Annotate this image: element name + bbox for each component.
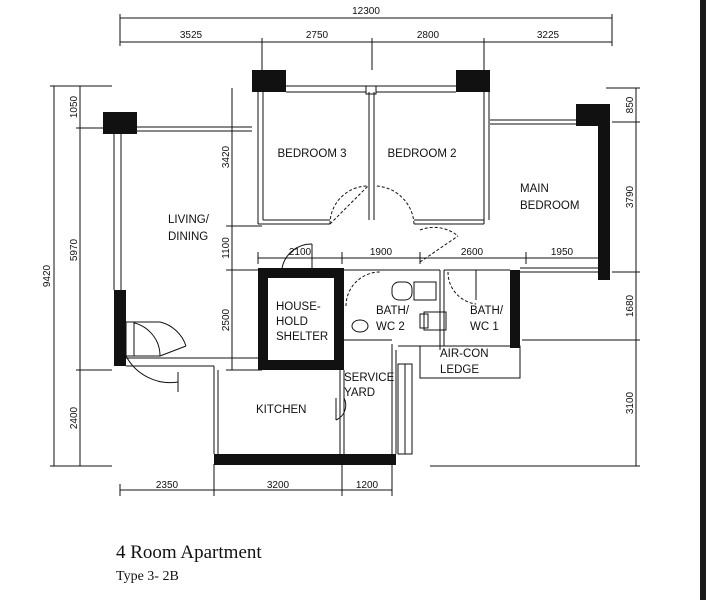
label-bedroom-3: BEDROOM 3 <box>277 148 346 160</box>
dim-right-2: 3790 <box>625 185 636 208</box>
label-bath2-1: BATH/ <box>376 305 410 317</box>
label-service-yard-1: SERVICE <box>344 372 395 384</box>
dim-right-3: 1680 <box>625 294 636 317</box>
label-kitchen: KITCHEN <box>256 404 306 416</box>
dimension-labels: 12300 3525 2750 2800 3225 9420 1050 5970… <box>42 6 636 491</box>
dim-top-4: 3225 <box>537 30 560 41</box>
dim-left-3: 2400 <box>69 406 80 429</box>
plan-subtitle: Type 3- 2B <box>116 569 179 584</box>
label-living-dining-1: LIVING/ <box>168 214 210 226</box>
dim-bottom-3: 1200 <box>356 480 379 491</box>
label-shelter-2: HOLD <box>276 316 308 328</box>
label-aircon-1: AIR-CON <box>440 348 489 360</box>
label-bedroom-2: BEDROOM 2 <box>387 148 456 160</box>
label-shelter-3: SHELTER <box>276 331 328 343</box>
label-aircon-2: LEDGE <box>440 364 479 376</box>
dim-bottom-1: 2350 <box>156 480 179 491</box>
dimension-lines <box>50 14 640 496</box>
dim-inner-h-4: 1950 <box>551 247 574 258</box>
dim-top-3: 2800 <box>417 30 440 41</box>
dim-left-total: 9420 <box>42 264 53 287</box>
label-main-bedroom-1: MAIN <box>520 183 549 195</box>
dim-inner-v-3: 2500 <box>221 308 232 331</box>
dim-inner-h-3: 2600 <box>461 247 484 258</box>
dim-top-2: 2750 <box>306 30 329 41</box>
dim-top-total: 12300 <box>352 6 380 17</box>
dim-right-1: 850 <box>625 96 636 113</box>
dim-left-1: 1050 <box>69 95 80 118</box>
outlines <box>113 85 598 455</box>
walls <box>103 70 610 465</box>
fixtures <box>351 281 447 333</box>
dim-right-4: 3100 <box>625 391 636 414</box>
label-bath1-2: WC 1 <box>470 321 499 333</box>
label-bath1-1: BATH/ <box>470 305 504 317</box>
doors <box>125 185 477 421</box>
dim-inner-v-2: 1100 <box>221 237 232 259</box>
page-edge <box>700 0 706 600</box>
dim-bottom-2: 3200 <box>267 480 290 491</box>
dim-inner-v-1: 3420 <box>221 145 232 168</box>
label-bath2-2: WC 2 <box>376 321 405 333</box>
plan-title: 4 Room Apartment <box>116 542 262 563</box>
dim-inner-h-1: 2100 <box>289 247 312 258</box>
room-labels: BEDROOM 3 BEDROOM 2 MAIN BEDROOM LIVING/… <box>168 148 579 416</box>
label-main-bedroom-2: BEDROOM <box>520 200 579 212</box>
dim-left-2: 5970 <box>69 238 80 261</box>
floor-plan: 12300 3525 2750 2800 3225 9420 1050 5970… <box>42 6 640 496</box>
dim-top-1: 3525 <box>180 30 203 41</box>
label-living-dining-2: DINING <box>168 231 208 243</box>
label-service-yard-2: YARD <box>344 387 375 399</box>
dim-inner-h-2: 1900 <box>370 247 393 258</box>
label-shelter-1: HOUSE- <box>276 301 321 313</box>
